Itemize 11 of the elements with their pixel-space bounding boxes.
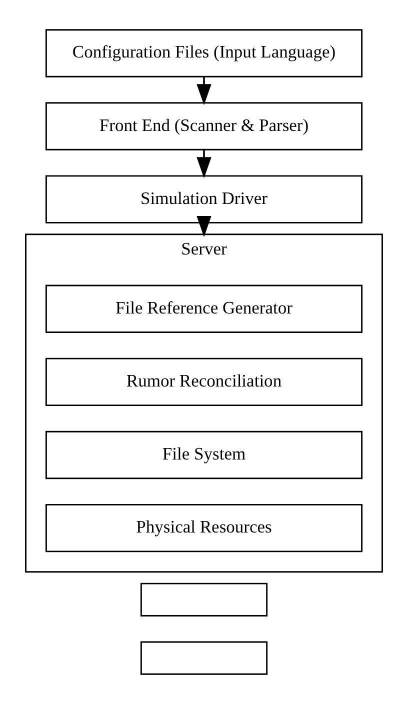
arrow xyxy=(196,76,212,105)
node-box: Rumor Reconciliation xyxy=(45,357,363,406)
node-box: Front End (Scanner & Parser) xyxy=(45,102,363,150)
node-box: File Reference Generator xyxy=(45,284,363,332)
node-box: File System xyxy=(45,430,363,479)
node-box xyxy=(140,640,268,674)
node-box xyxy=(140,582,268,616)
node-box: Physical Resources xyxy=(45,503,363,552)
arrow xyxy=(196,215,212,237)
arrow xyxy=(196,149,212,178)
node-box: Configuration Files (Input Language) xyxy=(45,28,363,77)
